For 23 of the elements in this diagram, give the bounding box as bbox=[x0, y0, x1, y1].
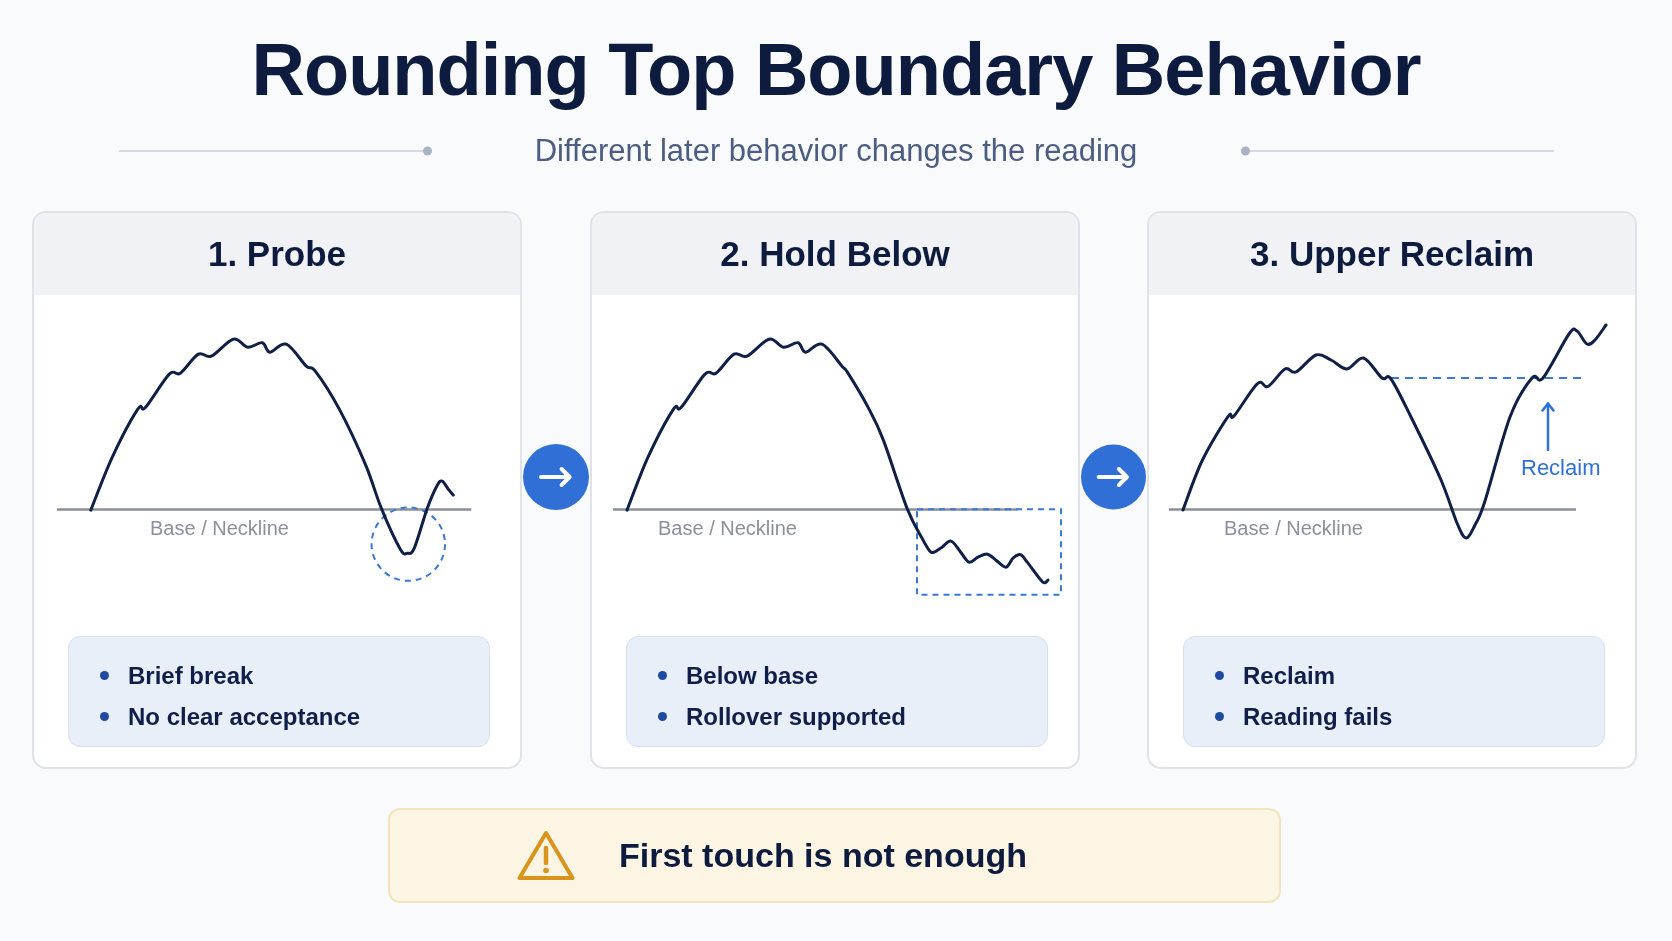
annotation-label: Reclaim bbox=[1521, 455, 1601, 481]
title: Rounding Top Boundary Behavior bbox=[250, 27, 1422, 113]
warning-banner bbox=[388, 808, 1281, 903]
subtitle: Different later behavior changes the reading bbox=[533, 132, 1139, 170]
bullet-text: Brief break bbox=[128, 661, 254, 690]
bullet-box bbox=[626, 636, 1048, 747]
line-label: Base / Neckline bbox=[1224, 516, 1363, 540]
line-label: Base / Neckline bbox=[150, 516, 289, 540]
banner-text: First touch is not enough bbox=[619, 836, 1027, 875]
bullet-box bbox=[1183, 636, 1605, 747]
bullet-text: Reclaim bbox=[1243, 661, 1336, 690]
bullet-text: No clear acceptance bbox=[128, 702, 361, 731]
bullet-text: Below base bbox=[686, 661, 819, 690]
bullet-box bbox=[68, 636, 490, 747]
panel-card bbox=[32, 211, 522, 769]
panel-card bbox=[590, 211, 1080, 769]
panel-title: 1. Probe bbox=[207, 234, 347, 274]
bullet-text: Reading fails bbox=[1243, 702, 1393, 731]
panel-card bbox=[1147, 211, 1637, 769]
line-label: Base / Neckline bbox=[658, 516, 797, 540]
bullet-text: Rollover supported bbox=[686, 702, 907, 731]
panel-title: 3. Upper Reclaim bbox=[1250, 234, 1534, 274]
panel-title: 2. Hold Below bbox=[720, 234, 950, 274]
